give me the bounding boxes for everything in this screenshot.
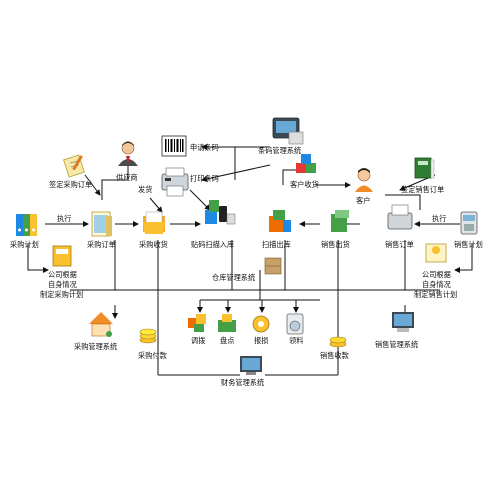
label-purchase-plan: 采购计划 <box>10 240 39 249</box>
open-folder-icon <box>143 211 165 234</box>
label-apply-barcode: 申请条码 <box>190 143 219 152</box>
barcode-icon <box>161 135 187 157</box>
house-icon <box>89 312 113 337</box>
label-sales-ship: 销售出货 <box>321 240 350 249</box>
label-sales-collection: 销售收款 <box>320 351 349 360</box>
manual-icon <box>52 245 72 267</box>
label-scan-out: 扫描出库 <box>262 240 291 249</box>
node-labels: 签定采购订单 供应商 申请条码 条码管理系统 打印条码 发货 客户收货 客户 签… <box>10 143 483 387</box>
folder-doc-icon <box>91 211 112 237</box>
computer-icon <box>240 356 262 375</box>
label-company-basis-right-1: 公司根据 <box>422 270 451 279</box>
label-warehouse-system: 仓库管理系统 <box>212 273 255 282</box>
label-barcode-system: 条码管理系统 <box>258 146 301 155</box>
customer-boxes-icon <box>296 154 316 173</box>
label-transfer: 调拨 <box>191 336 205 345</box>
boxes-icon <box>264 257 282 275</box>
printer-icon <box>161 167 189 197</box>
supplier-person-icon <box>118 141 138 166</box>
sales-boxes-icon <box>331 210 349 232</box>
label-purchase-order: 采购订单 <box>87 240 116 249</box>
coins-icon <box>139 328 157 344</box>
label-print-barcode: 打印条码 <box>190 174 219 183</box>
label-customer-receive: 客户收货 <box>290 180 319 189</box>
label-supplier: 供应商 <box>116 173 138 182</box>
label-finance-system: 财务管理系统 <box>221 378 264 387</box>
scanner-stack-icon <box>269 210 291 232</box>
coins-right-icon <box>329 336 347 348</box>
binders-icon <box>16 214 37 236</box>
computer-right-icon <box>392 312 414 332</box>
loss-gear-icon <box>252 315 270 333</box>
sales-printer-icon <box>387 204 413 230</box>
label-stocktake: 盘点 <box>220 336 234 345</box>
label-execute-left: 执行 <box>57 214 71 223</box>
transfer-boxes-icon <box>188 314 206 332</box>
label-purchase-payment: 采购付款 <box>138 351 167 360</box>
label-company-basis-right-2: 自身情况 <box>422 280 451 289</box>
label-purchase-mgmt-system: 采购管理系统 <box>74 342 117 351</box>
label-company-basis-left-1: 公司根据 <box>48 270 77 279</box>
notepad-pencil-icon <box>63 154 85 178</box>
sales-phone-icon <box>460 211 478 235</box>
label-company-basis-left-2: 自身情况 <box>48 280 77 289</box>
label-customer: 客户 <box>356 196 370 205</box>
label-sign-purchase-order: 签定采购订单 <box>49 180 92 189</box>
label-paste-scan-in: 贴码扫描入库 <box>191 240 234 249</box>
label-ship: 发货 <box>138 185 152 194</box>
washer-icon <box>286 313 304 335</box>
label-sign-sales-order: 签定销售订单 <box>401 185 444 194</box>
customer-person-icon <box>355 168 373 192</box>
barcode-server-icon <box>272 117 304 145</box>
label-sales-mgmt-system: 销售管理系统 <box>375 340 418 349</box>
green-book-icon <box>414 157 435 179</box>
label-sales-plan: 销售计划 <box>454 240 483 249</box>
label-sales-order: 销售订单 <box>385 240 414 249</box>
label-purchase-receive: 采购收货 <box>139 240 168 249</box>
stocktake-icon <box>218 314 236 332</box>
label-report-loss: 报损 <box>254 336 268 345</box>
label-execute-right: 执行 <box>432 214 446 223</box>
scanner-boxes-icon <box>205 200 236 225</box>
map-icon <box>425 243 447 263</box>
label-company-basis-right-3: 制定销售计划 <box>414 290 457 299</box>
label-requisition: 领料 <box>289 336 303 345</box>
label-company-basis-left-3: 制定采购计划 <box>40 290 83 299</box>
